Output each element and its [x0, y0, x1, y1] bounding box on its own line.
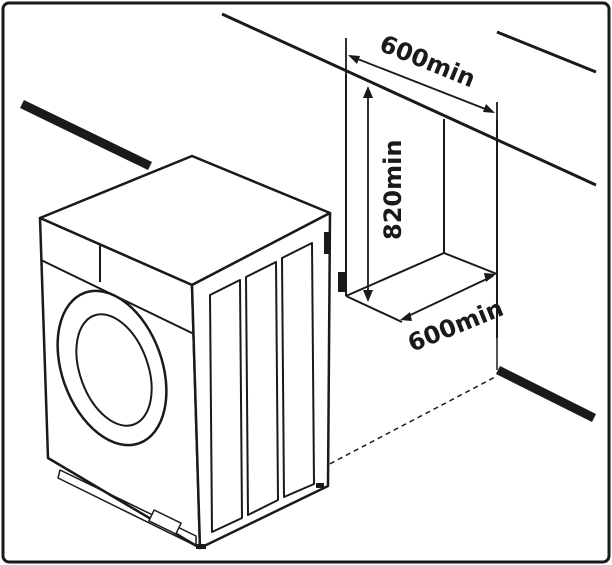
- label-height: 820min: [379, 140, 407, 240]
- door-window: [75, 313, 153, 427]
- niche-recess: [338, 74, 498, 338]
- machine-side: [190, 211, 332, 550]
- dimension-depth: [400, 273, 496, 321]
- wall-lines: [20, 12, 597, 469]
- machine-door: [56, 289, 168, 447]
- dimension-width-top: [345, 38, 498, 124]
- dimension-height: [363, 86, 373, 302]
- service-flap: [148, 509, 182, 535]
- side-panels: [209, 242, 315, 533]
- washing-machine: [38, 154, 332, 550]
